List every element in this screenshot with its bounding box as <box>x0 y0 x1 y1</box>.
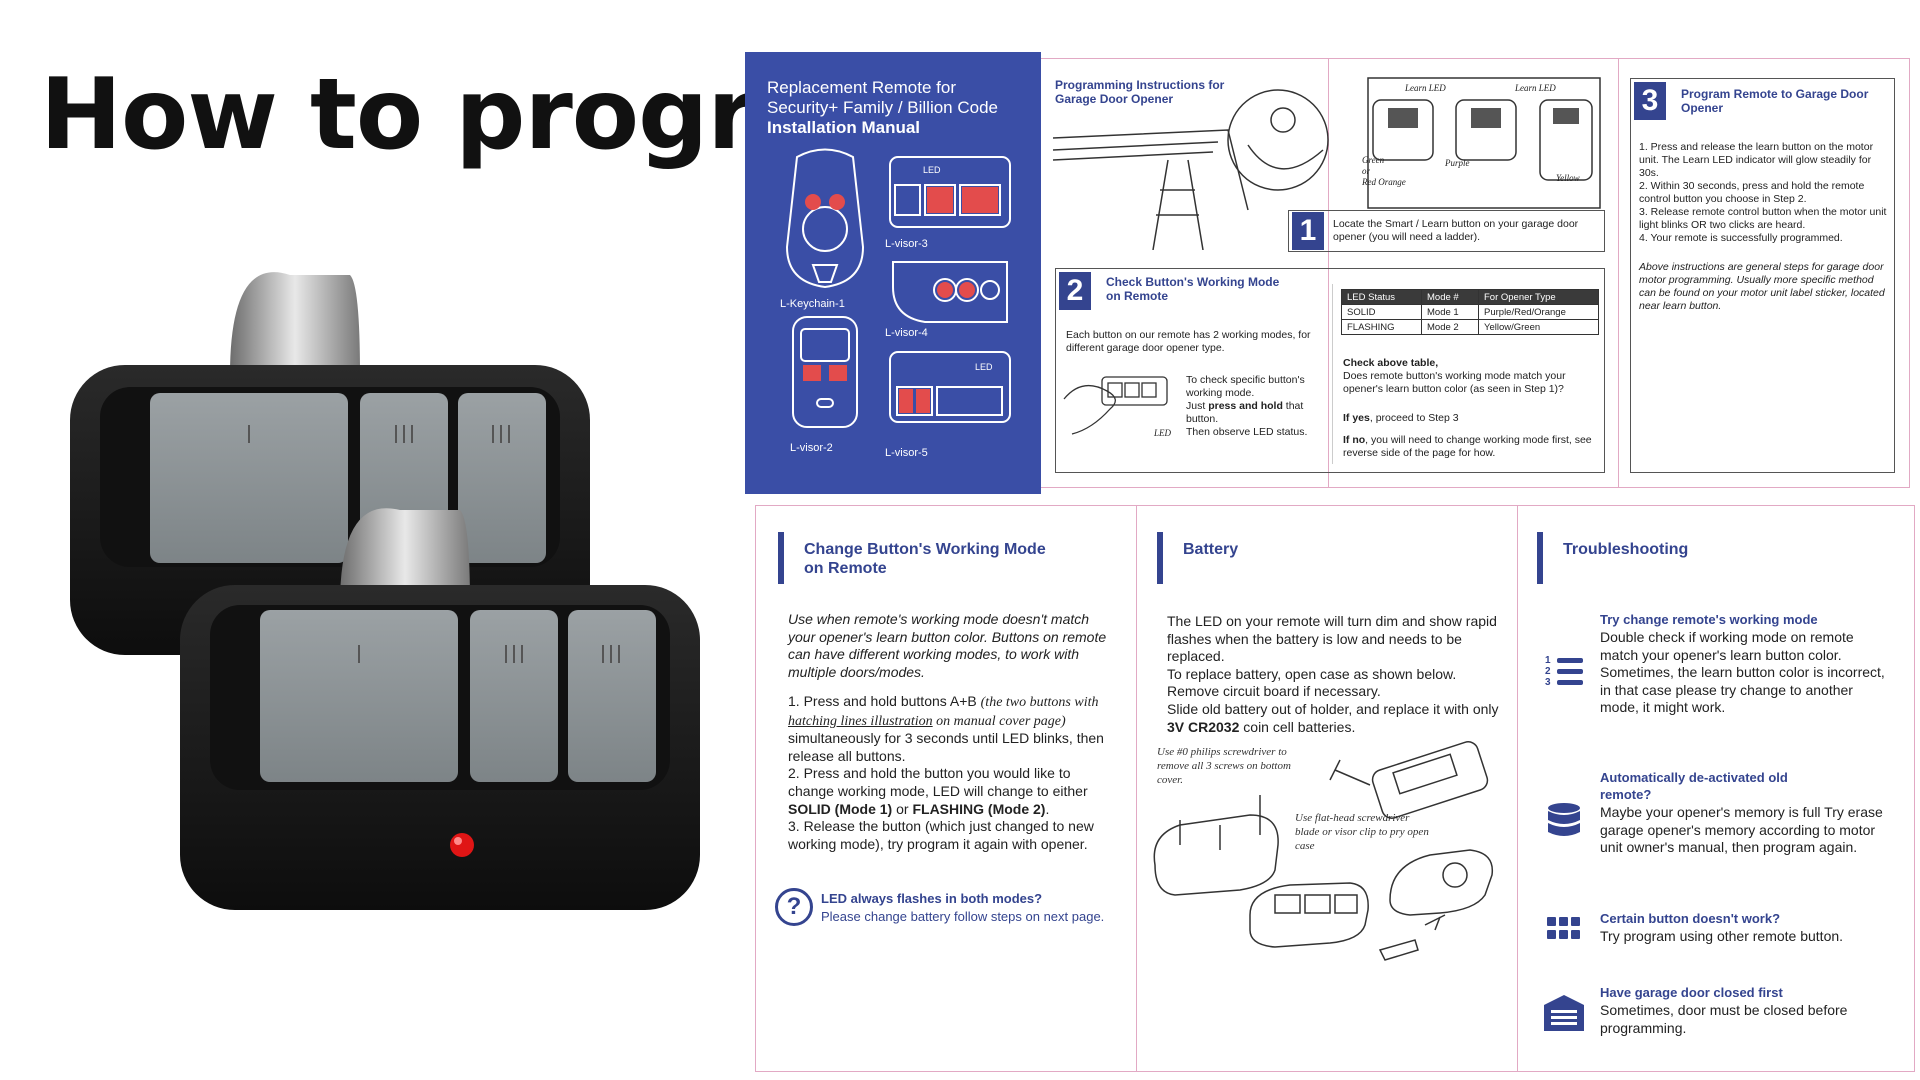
numbered-list-icon: 1 2 3 <box>1545 655 1585 693</box>
trouble-body: Maybe your opener's memory is full Try e… <box>1600 804 1883 856</box>
learn-led-label: Learn LED <box>1405 83 1446 93</box>
section-accent-bar <box>1537 532 1543 584</box>
led-status-table: LED Status Mode # For Opener Type SOLID … <box>1341 289 1599 335</box>
learn-led-label: Learn LED <box>1515 83 1556 93</box>
grid-icon <box>1547 917 1580 939</box>
change-mode-step-1: 1. Press and hold buttons A+B (the two b… <box>788 693 1104 764</box>
trouble-body: Sometimes, door must be closed before pr… <box>1600 1002 1848 1036</box>
color-label-purple: Purple <box>1445 158 1470 168</box>
led-label: LED <box>923 165 941 175</box>
change-mode-steps: 1. Press and hold buttons A+B (the two b… <box>788 693 1118 853</box>
step3-number: 3 <box>1634 82 1666 120</box>
step2-box: 2 Check Button's Working Mode on Remote … <box>1055 268 1605 473</box>
led-label: LED <box>1154 428 1172 438</box>
step3-steps: 1. Press and release the learn button on… <box>1639 141 1887 244</box>
model-label: L-Keychain-1 <box>780 298 845 310</box>
change-mode-step-3: 3. Release the button (which just change… <box>788 818 1094 852</box>
programming-title: Programming Instructions for Garage Door… <box>1055 78 1225 106</box>
step1-number: 1 <box>1292 212 1324 250</box>
battery-note-screws: Use #0 philips screwdriver to remove all… <box>1157 746 1291 786</box>
model-label: L-visor-3 <box>885 238 928 250</box>
cover-title: Replacement Remote for Security+ Family … <box>767 78 999 137</box>
model-label: L-visor-4 <box>885 327 928 339</box>
change-mode-step-2: 2. Press and hold the button you would l… <box>788 765 1088 817</box>
color-label-yellow: Yellow <box>1556 173 1580 183</box>
battery-instructions: The LED on your remote will turn dim and… <box>1167 613 1499 735</box>
step3-box: 3 Program Remote to Garage Door Opener 1… <box>1630 78 1895 473</box>
trouble-heading: Try change remote's working mode <box>1600 612 1818 627</box>
table-cell: Mode 2 <box>1421 319 1479 335</box>
battery-title: Battery <box>1183 541 1239 558</box>
led-label: LED <box>975 362 993 372</box>
step3-title: Program Remote to Garage Door Opener <box>1681 87 1869 115</box>
table-cell: Mode 1 <box>1421 304 1479 320</box>
step1-box: 1 Locate the Smart / Learn button on you… <box>1288 210 1605 252</box>
check-table-text: Check above table, Does remote button's … <box>1343 357 1566 395</box>
step2-number: 2 <box>1059 272 1091 310</box>
table-header: Mode # <box>1421 289 1479 305</box>
step3-note: Above instructions are general steps for… <box>1639 261 1885 312</box>
question-icon: ? <box>775 888 813 926</box>
table-cell: Purple/Red/Orange <box>1478 304 1599 320</box>
troubleshooting-title: Troubleshooting <box>1563 541 1689 558</box>
trouble-body: Double check if working mode on remote m… <box>1600 629 1885 716</box>
trouble-heading: Certain button doesn't work? <box>1600 911 1781 926</box>
trouble-heading: Automatically de-activated old remote? <box>1600 770 1788 802</box>
if-no-text: If no, you will need to change working m… <box>1343 434 1592 459</box>
remote-front <box>180 508 700 910</box>
color-label-green: Green or Red Orange <box>1362 155 1406 187</box>
trouble-body: Try program using other remote button. <box>1600 928 1844 944</box>
change-mode-title: Change Button's Working Mode on Remote <box>804 541 1046 577</box>
table-cell: SOLID <box>1341 304 1422 320</box>
faq-question: LED always flashes in both modes? <box>821 891 1043 906</box>
manual-cover: Replacement Remote for Security+ Family … <box>745 52 1041 494</box>
step2-check-instructions: To check specific button's working mode.… <box>1186 374 1308 438</box>
hand-pressing-remote-icon <box>1063 376 1168 435</box>
remote-product-image <box>70 272 700 910</box>
table-cell: Yellow/Green <box>1478 319 1599 335</box>
section-accent-bar <box>1157 532 1163 584</box>
garage-icon <box>1544 995 1584 1031</box>
battery-note-pry: Use flat-head screwdriver blade or visor… <box>1295 812 1429 852</box>
model-label: L-visor-5 <box>885 447 928 459</box>
database-icon <box>1548 803 1580 836</box>
remote-models-illustration <box>785 148 1011 428</box>
step2-title: Check Button's Working Mode on Remote <box>1106 275 1280 303</box>
faq-answer: Please change battery follow steps on ne… <box>821 909 1105 924</box>
table-header: LED Status <box>1341 289 1422 305</box>
manual-bottom-panel <box>755 505 1915 1072</box>
trouble-heading: Have garage door closed first <box>1600 985 1783 1000</box>
model-label: L-visor-2 <box>790 442 833 454</box>
table-cell: FLASHING <box>1341 319 1422 335</box>
led-indicator-icon <box>450 833 474 857</box>
step1-text: Locate the Smart / Learn button on your … <box>1333 218 1579 243</box>
opener-illustration <box>1052 77 1601 250</box>
table-header: For Opener Type <box>1478 289 1599 305</box>
battery-replacement-illustration <box>1153 741 1494 961</box>
if-yes-text: If yes, proceed to Step 3 <box>1343 412 1459 424</box>
section-accent-bar <box>778 532 784 584</box>
change-mode-intro: Use when remote's working mode doesn't m… <box>788 611 1107 680</box>
step2-intro: Each button on our remote has 2 working … <box>1066 329 1311 354</box>
